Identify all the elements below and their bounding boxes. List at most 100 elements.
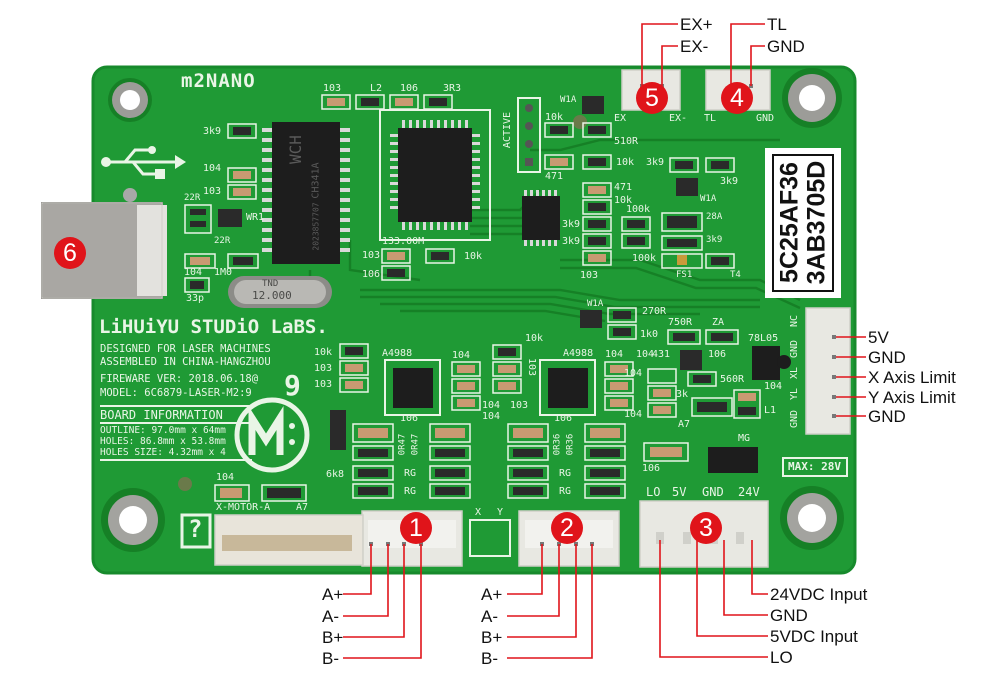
max-voltage-box <box>782 457 848 477</box>
label-r3k9-d: 3k9 <box>562 219 581 230</box>
board-info-line-1: OUTLINE: 97.0mm x 64mm <box>100 425 226 436</box>
limit-label-yl: YL <box>789 387 801 401</box>
label-l2: L2 <box>370 83 383 94</box>
active-label: ACTIVE <box>502 111 514 149</box>
label-rg-a: RG <box>404 468 417 479</box>
callout-limit-5v: 5V <box>868 328 889 347</box>
serial-line-1: 5C25AF36 <box>775 162 804 283</box>
label-rg-c: RG <box>559 468 572 479</box>
usb-chip-label: CH341A <box>310 162 322 199</box>
max-voltage-label: MAX: 28V <box>788 460 841 473</box>
label-c103-d: 103 <box>314 363 333 374</box>
label-r3k9-b: 3k9 <box>646 157 665 168</box>
eeprom-chip <box>522 190 560 246</box>
label-r10k-e: 10k <box>314 347 333 358</box>
microcontroller-chip <box>379 109 491 241</box>
limit-label-gnd-2: GND <box>789 409 801 429</box>
label-r3k9-f: 3k9 <box>706 235 723 245</box>
label-r6k8: 6k8 <box>326 469 345 480</box>
fiducial <box>123 188 137 202</box>
label-c104-b: 104 <box>184 267 203 278</box>
label-c103-g: 103 <box>526 357 538 377</box>
label-c103-e: 103 <box>314 379 333 390</box>
label-r560: 560R <box>720 374 745 385</box>
callout-y-axis-limit: Y Axis Limit <box>868 388 956 407</box>
ex-label-2: EX- <box>669 113 688 124</box>
crystal-label: 12.000 <box>252 289 292 302</box>
callout-limit-gnd-2: GND <box>868 407 906 426</box>
label-c104-k: 104 <box>764 381 783 392</box>
label-osc: 133.00M <box>382 236 425 247</box>
label-c103-b: 103 <box>362 250 381 261</box>
label-r0r36-b: 0R36 <box>565 433 576 456</box>
mounting-hole-top-left <box>108 78 152 122</box>
label-fs1: FS1 <box>676 270 693 280</box>
label-r750: 750R <box>668 317 693 328</box>
stepper-driver-y-chip <box>539 359 596 416</box>
badge-connector-4: 4 <box>721 82 753 114</box>
mounting-hole-bottom-right <box>780 486 844 550</box>
ex-label-1: EX <box>614 113 627 124</box>
question-box <box>180 513 212 549</box>
badge-connector-6: 6 <box>54 237 86 269</box>
label-r1m0: 1M0 <box>214 267 233 278</box>
callout-m1-b-minus: B- <box>322 649 339 668</box>
label-t4: T4 <box>730 270 741 280</box>
callout-x-axis-limit: X Axis Limit <box>868 368 956 387</box>
callout-limit-gnd-1: GND <box>868 348 906 367</box>
fiducial <box>573 115 587 129</box>
label-c106-e: 106 <box>708 349 727 360</box>
label-r10k-c: 10k <box>616 157 635 168</box>
label-c103-a: 103 <box>203 186 222 197</box>
label-c104-h: 104 <box>636 349 655 360</box>
label-c103-f: 103 <box>510 400 529 411</box>
connector-limit-header <box>805 307 851 435</box>
label-r22r-b: 22R <box>214 236 231 246</box>
usb-symbol-icon <box>101 146 186 179</box>
callout-lo: LO <box>770 648 793 667</box>
label-c104-j: 104 <box>624 409 643 420</box>
driver-y-label: A4988 <box>563 348 594 359</box>
label-c106-top: 106 <box>400 83 419 94</box>
info-line-1: DESIGNED FOR LASER MACHINES <box>100 343 271 355</box>
label-w1a-b: W1A <box>700 194 717 204</box>
usb-chip-brand: WCH <box>285 135 305 164</box>
badge-connector-1: 1 <box>400 512 432 544</box>
brand-lihuiyu: LiHUiYU STUDiO LaBS. <box>99 316 328 338</box>
label-rg-d: RG <box>559 486 572 497</box>
label-c104-e: 104 <box>482 411 501 422</box>
callout-power-gnd: GND <box>770 606 808 625</box>
driver-x-label: A4988 <box>382 348 413 359</box>
label-rg-b: RG <box>404 486 417 497</box>
callout-tl: TL <box>767 15 787 34</box>
label-r0r36-a: 0R36 <box>552 433 563 456</box>
power-label-gnd: GND <box>702 485 724 499</box>
label-r100k-a: 100k <box>626 204 651 215</box>
label-c104-c: 104 <box>452 350 471 361</box>
label-r0r47-b: 0R47 <box>410 433 421 456</box>
board-info-line-3: HOLES SIZE: 4.32mm x 4 <box>100 447 226 458</box>
power-label-lo: LO <box>646 485 661 499</box>
label-c104-f: 104 <box>605 349 624 360</box>
x-motor-label: X-MOTOR-A <box>216 502 271 513</box>
callout-ex-plus: EX+ <box>680 15 713 34</box>
connector-ribbon <box>214 514 364 566</box>
callout-m2-a-minus: A- <box>481 607 498 626</box>
label-u431: 431 <box>652 349 671 360</box>
m-logo <box>234 397 310 473</box>
label-r10k-f: 10k <box>525 333 544 344</box>
label-c106-b: 106 <box>362 269 381 280</box>
diode-mg <box>708 447 758 473</box>
label-c103-top: 103 <box>323 83 342 94</box>
callout-m2-a-plus: A+ <box>481 585 503 604</box>
usb-chip-ch341a <box>262 122 350 264</box>
label-w1a-c: W1A <box>587 299 604 309</box>
label-r22r-a: 22R <box>184 193 201 203</box>
question-mark: ? <box>188 515 203 543</box>
label-c104-i: 104 <box>624 368 643 379</box>
label-r3k9-a: 3k9 <box>203 126 222 137</box>
label-r3k: 3k <box>676 389 689 400</box>
callout-tl-gnd: GND <box>767 37 805 56</box>
power-label-5v: 5V <box>672 485 687 499</box>
